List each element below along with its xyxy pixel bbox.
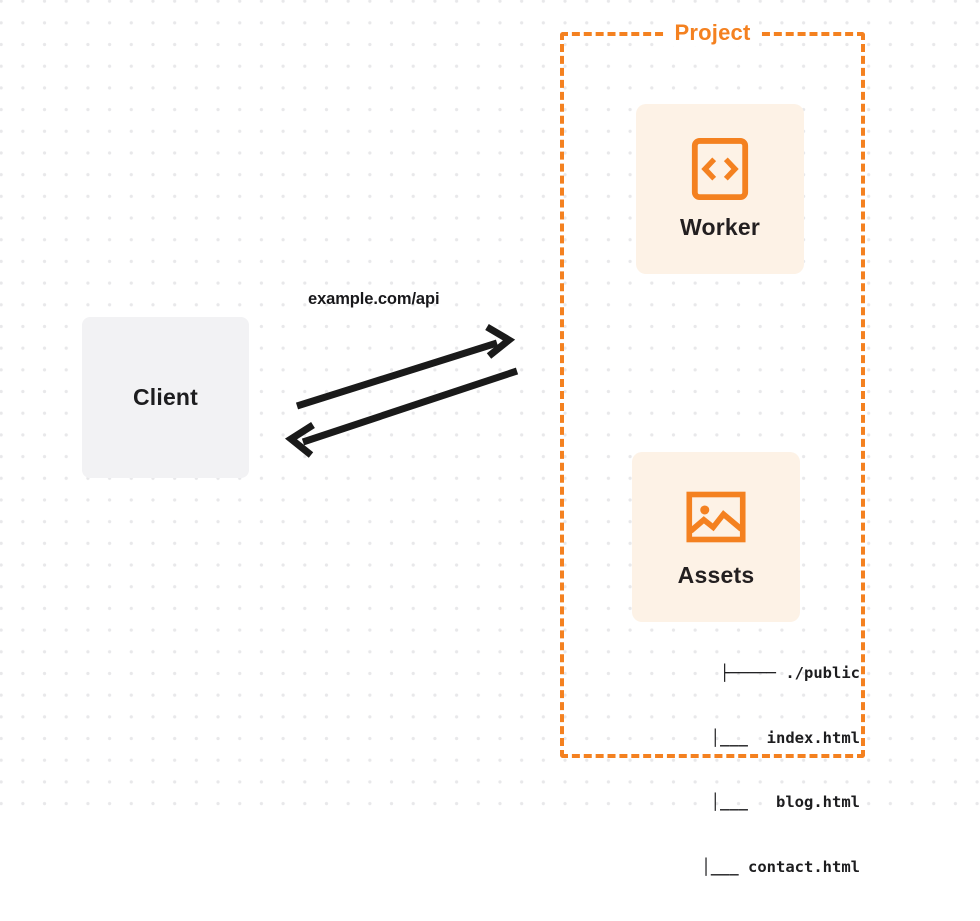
- assets-node[interactable]: Assets: [632, 452, 800, 622]
- file-tree-row: ├───── ./public: [720, 664, 860, 682]
- file-tree-row: │___ blog.html: [673, 793, 860, 811]
- file-tree-row: │___ index.html: [673, 728, 860, 747]
- worker-node[interactable]: Worker: [636, 104, 804, 274]
- asset-file-tree: ├───── ./public │___ index.html │___ blo…: [610, 620, 860, 921]
- client-label: Client: [132, 384, 199, 410]
- code-brackets-icon: [691, 137, 749, 200]
- image-icon: [686, 491, 746, 542]
- response-arrow: [284, 367, 519, 458]
- diagram-canvas: Client example.com/api Project Worker: [0, 0, 980, 876]
- worker-label: Worker: [679, 213, 761, 240]
- request-arrow: [295, 323, 516, 410]
- connection-label: example.com/api: [308, 290, 440, 308]
- project-container: Project Worker Assets ├───── ./public │_…: [560, 20, 865, 876]
- client-node[interactable]: Client: [82, 317, 249, 478]
- project-title: Project: [665, 20, 760, 46]
- assets-label: Assets: [677, 561, 755, 588]
- file-tree-row: │___ contact.html: [664, 857, 860, 876]
